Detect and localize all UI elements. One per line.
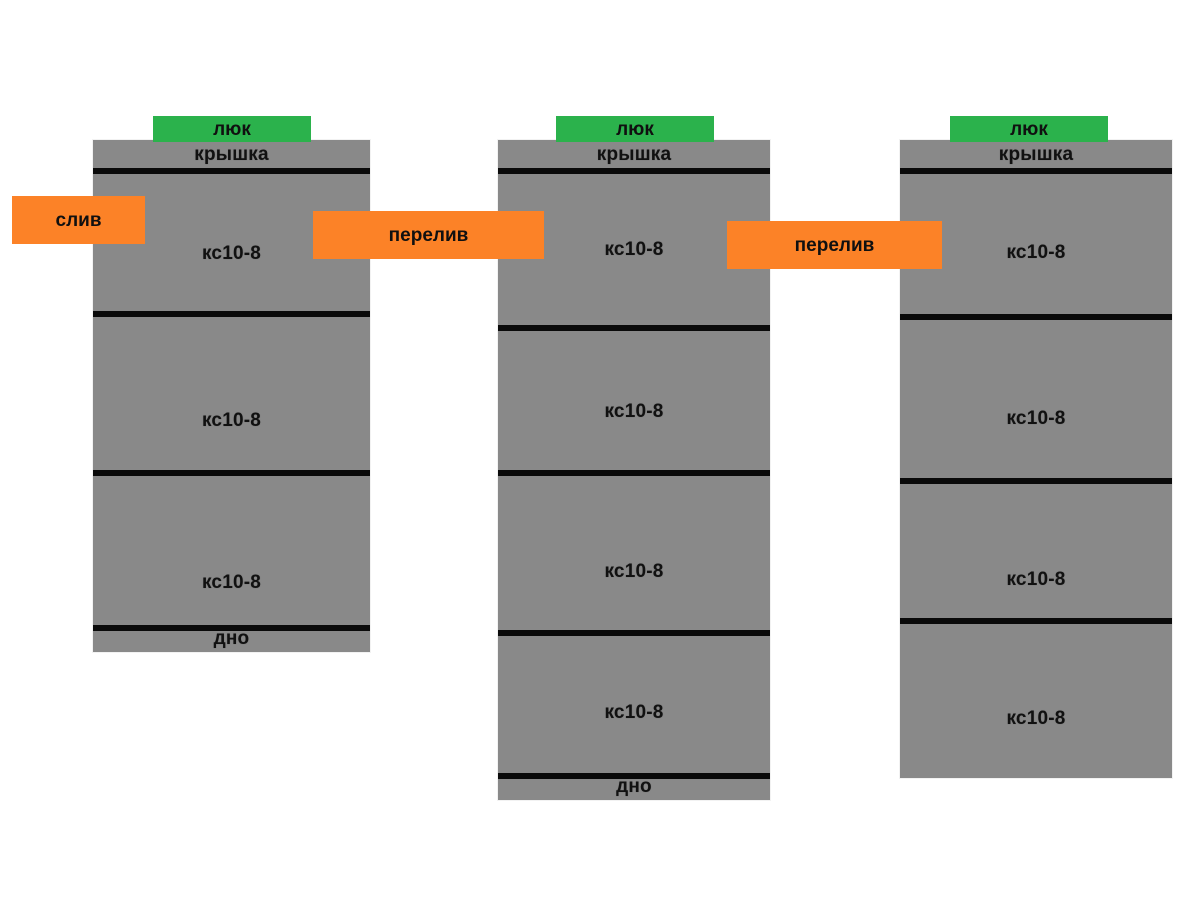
- tank-1-label-floor-4: дно: [213, 628, 250, 649]
- tank-3-section-ring-4: кс10-8: [900, 658, 1172, 778]
- tank-3-divider-3: [900, 618, 1172, 624]
- tank-3-label-ring-2: кс10-8: [1006, 407, 1066, 429]
- tank-1-label-ring-2: кс10-8: [201, 410, 262, 431]
- tank-3-section-ring-2: кс10-8: [900, 336, 1172, 500]
- tank-3-hatch-label: люк: [1010, 118, 1048, 140]
- tank-1-hatch: люк: [153, 116, 311, 142]
- tank-2-section-ring-1: кс10-8: [498, 168, 770, 331]
- tank-1-label-ring-1: кс10-8: [201, 243, 262, 264]
- tank-1-divider-3: [93, 625, 370, 631]
- tank-2-divider-4: [498, 773, 770, 779]
- tank-1-divider-0: [93, 168, 370, 174]
- tank-2-label-ring-2: кс10-8: [604, 400, 664, 422]
- tank-3-section-lid-0: крышка: [900, 140, 1172, 168]
- tank-2-hatch-label: люк: [616, 118, 654, 140]
- tank-2-label-ring-4: кс10-8: [604, 701, 664, 723]
- tank-body-3: крышка кс10-8 кс10-8 кс10-8 кс10-8: [900, 140, 1172, 778]
- tank-1-section-floor-4: дно: [93, 625, 370, 652]
- tank-1-section-lid-0: крышка: [93, 140, 370, 168]
- tank-1-section-ring-3: кс10-8: [93, 502, 370, 662]
- tank-1-divider-2: [93, 470, 370, 476]
- tank-3-section-ring-3: кс10-8: [900, 500, 1172, 658]
- tank-2-label-ring-1: кс10-8: [604, 239, 664, 260]
- tank-1-section-ring-2: кс10-8: [93, 339, 370, 502]
- tank-2-label-lid-0: крышка: [596, 143, 672, 165]
- tank-3-label-ring-4: кс10-8: [1006, 707, 1066, 729]
- tank-2-label-ring-3: кс10-8: [604, 560, 664, 582]
- tank-3-hatch: люк: [950, 116, 1108, 142]
- pipe-overflow-2-label: перелив: [794, 234, 875, 256]
- tank-2-divider-0: [498, 168, 770, 174]
- tank-3-label-ring-1: кс10-8: [1006, 241, 1066, 263]
- tank-1-divider-1: [93, 311, 370, 317]
- pipe-drain: слив: [12, 196, 145, 244]
- tank-2-divider-2: [498, 470, 770, 476]
- tank-3-divider-1: [900, 314, 1172, 320]
- tank-2-divider-1: [498, 325, 770, 331]
- tank-3-section-ring-1: кс10-8: [900, 168, 1172, 336]
- tank-2-hatch: люк: [556, 116, 714, 142]
- tank-2-section-ring-4: кс10-8: [498, 651, 770, 773]
- pipe-overflow-1: перелив: [313, 211, 544, 259]
- tank-1-hatch-label: люк: [213, 118, 251, 140]
- tank-2-section-lid-0: крышка: [498, 140, 770, 168]
- tank-2-section-ring-3: кс10-8: [498, 491, 770, 651]
- tank-1-label-ring-3: кс10-8: [201, 571, 262, 593]
- pipe-overflow-2: перелив: [727, 221, 942, 269]
- tank-2-section-ring-2: кс10-8: [498, 331, 770, 491]
- tank-2-divider-3: [498, 630, 770, 636]
- tank-3-label-ring-3: кс10-8: [1006, 568, 1066, 590]
- pipe-overflow-1-label: перелив: [388, 224, 469, 246]
- pipe-drain-label: слив: [55, 209, 102, 231]
- tank-3-divider-0: [900, 168, 1172, 174]
- tank-3-divider-2: [900, 478, 1172, 484]
- tank-2-section-floor-5: дно: [498, 773, 770, 800]
- tank-2-label-floor-5: дно: [616, 776, 652, 797]
- tank-1-section-ring-1: кс10-8: [93, 168, 370, 339]
- tank-1-label-lid-0: крышка: [194, 143, 269, 165]
- tank-3-label-lid-0: крышка: [998, 143, 1074, 165]
